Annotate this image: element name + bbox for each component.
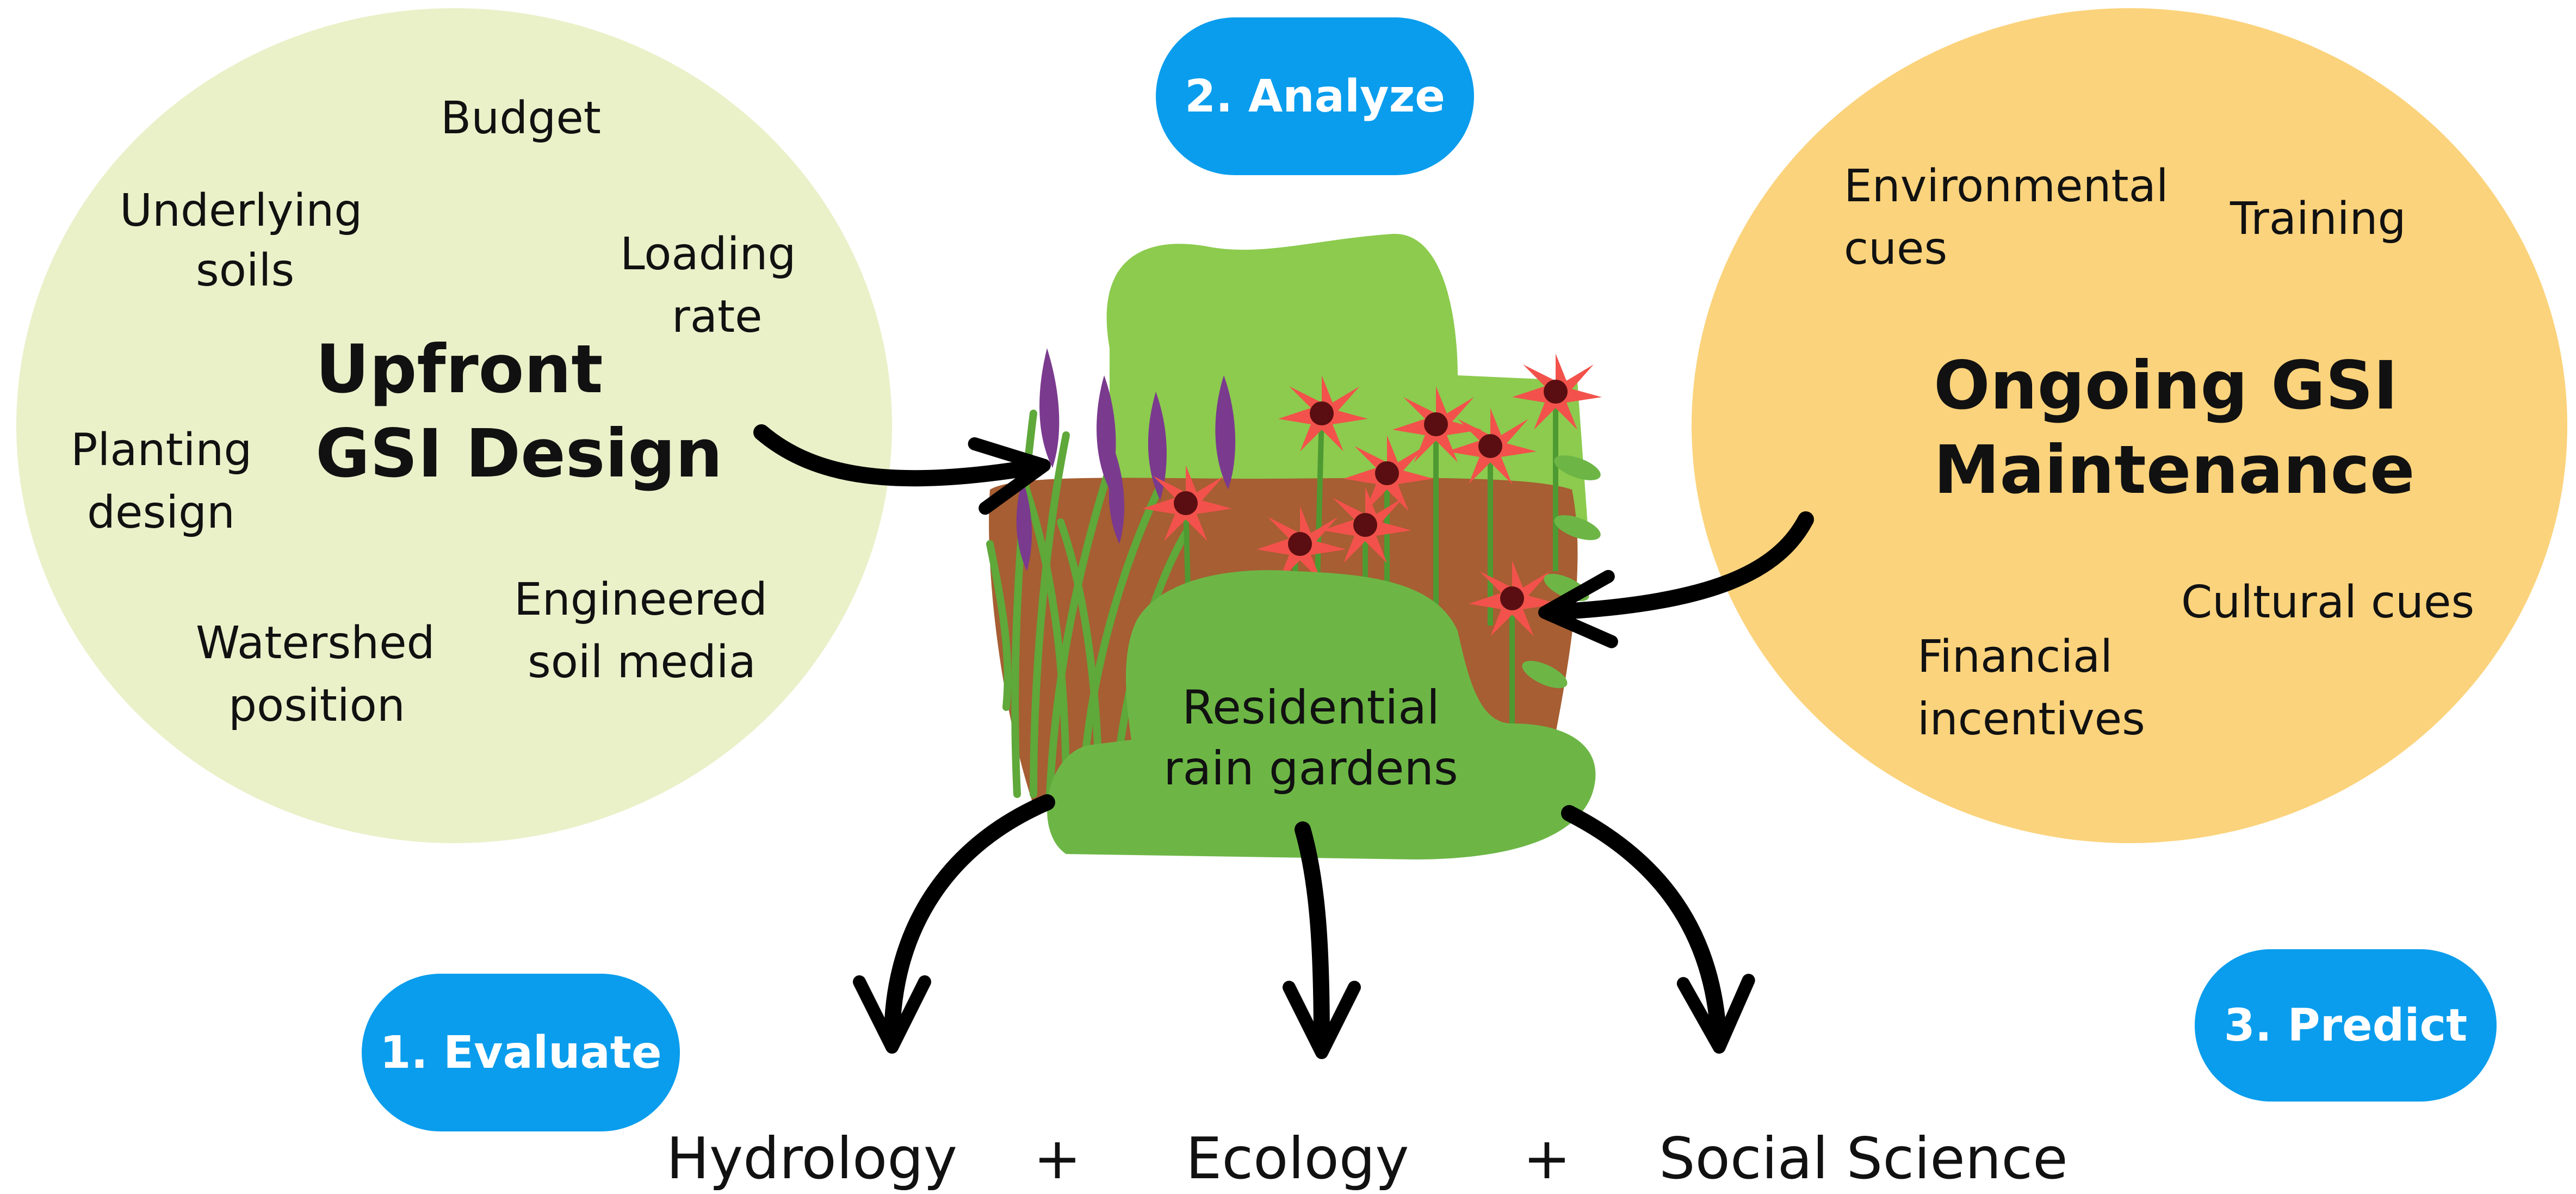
arrow-garden-to-hydrology (853, 794, 1055, 1054)
rain-garden-label-line1: Residential (1182, 680, 1440, 735)
upfront-title-line2: GSI Design (315, 415, 723, 492)
rain-garden-illustration (986, 233, 1602, 859)
plus-sign: + (1033, 1125, 1081, 1192)
arrow-garden-to-ecology (1282, 821, 1361, 1059)
factor-underlying-soils-line1: Underlying (120, 185, 363, 237)
factor-planting-design-line2: design (87, 487, 236, 539)
upfront-design-circle (16, 8, 892, 843)
front-bush (1047, 570, 1596, 859)
factor-financial-incentives-line2: incentives (1917, 694, 2145, 745)
factor-watershed-position-line2: position (228, 680, 405, 732)
factor-environmental-cues-line1: Environmental (1844, 160, 2169, 212)
factor-watershed-position-line1: Watershed (196, 617, 435, 669)
ongoing-maintenance-circle (1692, 8, 2567, 843)
plus-sign: + (1523, 1125, 1571, 1192)
arrow-maintenance-to-garden (1538, 511, 1814, 648)
factor-planting-design-line1: Planting (71, 424, 252, 476)
flow-arrows (753, 424, 1814, 1059)
ongoing-title-line1: Ongoing GSI (1934, 347, 2398, 424)
field-social-science: Social Science (1659, 1125, 2068, 1192)
factor-cultural-cues: Cultural cues (2181, 577, 2475, 628)
rain-garden-label-line2: rain gardens (1163, 741, 1458, 796)
factor-environmental-cues-line2: cues (1844, 223, 1948, 275)
factor-training: Training (2230, 193, 2406, 245)
factor-loading-rate-line1: Loading (620, 228, 796, 280)
ongoing-title-line2: Maintenance (1934, 431, 2415, 509)
coneflowers (1142, 354, 1602, 636)
field-hydrology: Hydrology (666, 1125, 958, 1192)
factor-financial-incentives-line1: Financial (1917, 631, 2113, 683)
factor-engineered-soil-line1: Engineered (514, 574, 767, 626)
step-evaluate-badge: 1. Evaluate (362, 974, 680, 1131)
factor-engineered-soil-line2: soil media (528, 636, 756, 688)
factor-underlying-soils-line2: soils (196, 245, 295, 296)
upfront-title-line1: Upfront (315, 331, 603, 408)
arrow-design-to-garden (753, 424, 1051, 515)
factor-budget: Budget (441, 92, 601, 144)
factor-loading-rate-line2: rate (672, 291, 763, 343)
field-ecology: Ecology (1186, 1125, 1409, 1192)
arrow-garden-to-social (1561, 805, 1755, 1054)
step-predict-badge: 3. Predict (2195, 949, 2497, 1102)
step-analyze-badge: 2. Analyze (1156, 17, 1474, 175)
